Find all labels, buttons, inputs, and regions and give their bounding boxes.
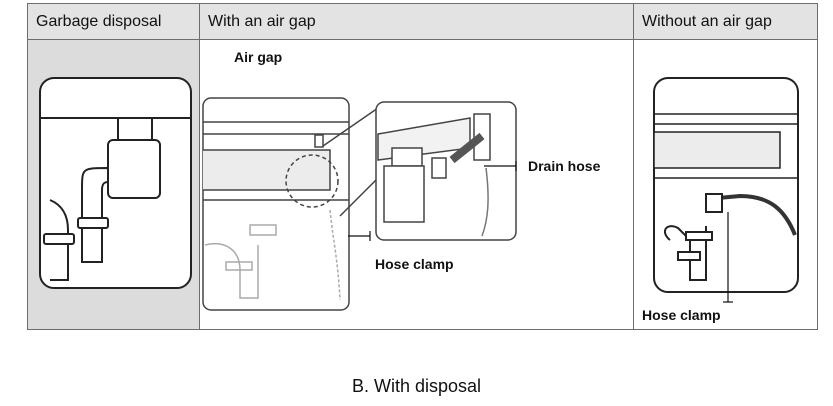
hose-clamp-label-2: Hose clamp — [642, 307, 721, 323]
header-garbage-disposal: Garbage disposal — [28, 4, 200, 40]
garbage-disposal-illustration — [39, 77, 192, 289]
header-without-air-gap: Without an air gap — [634, 4, 817, 40]
header-with-air-gap: With an air gap — [200, 4, 634, 40]
air-gap-label: Air gap — [234, 49, 283, 65]
header-label: Without an air gap — [642, 13, 772, 30]
sink-without-air-gap-illustration — [653, 77, 799, 293]
sink-with-air-gap-illustration — [202, 97, 350, 311]
air-gap-zoom-illustration — [322, 101, 517, 241]
header-label: With an air gap — [208, 13, 316, 30]
leader-lines — [348, 161, 733, 303]
hose-clamp-label: Hose clamp — [375, 256, 454, 272]
drain-hose-label: Drain hose — [528, 158, 601, 174]
figure-caption: B. With disposal — [351, 376, 482, 396]
header-label: Garbage disposal — [36, 13, 162, 30]
